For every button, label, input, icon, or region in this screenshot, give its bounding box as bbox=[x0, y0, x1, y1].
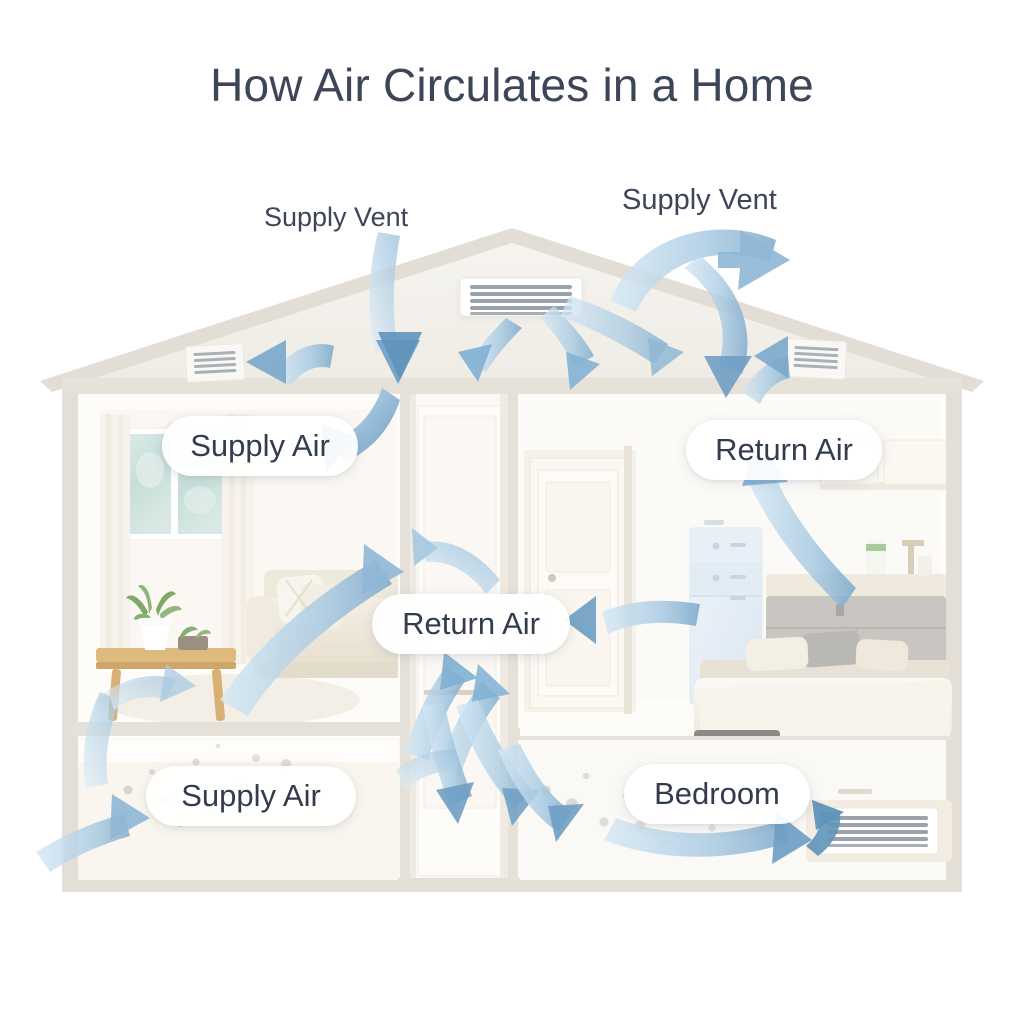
floor-divider-left bbox=[70, 722, 408, 736]
page-title: How Air Circulates in a Home bbox=[210, 59, 814, 111]
arrow-return-attic-right bbox=[684, 256, 748, 374]
badge-return-air-hallway: Return Air bbox=[372, 594, 570, 654]
wall-right bbox=[946, 392, 962, 892]
arrow-supply-livingroom-down bbox=[83, 692, 120, 788]
arrow-vent-fan-3 bbox=[560, 296, 668, 364]
roof-vent-left bbox=[184, 343, 246, 383]
wall-left bbox=[62, 392, 78, 892]
badge-supply-air-lower-left: Supply Air bbox=[146, 766, 356, 826]
arrow-supply-attic-right bbox=[610, 229, 776, 312]
arrow-supply-lowerleft-in bbox=[396, 749, 456, 790]
succulent bbox=[178, 626, 211, 650]
roof-vent-right bbox=[784, 338, 848, 380]
arrow-return-floorvent-tip bbox=[806, 812, 841, 856]
arrow-return-hall-mid bbox=[424, 541, 500, 594]
arrow-return-roofvent-left bbox=[276, 344, 334, 386]
label-supply-vent-left: Supply Vent bbox=[264, 202, 409, 232]
badge-bedroom: Bedroom bbox=[624, 764, 810, 824]
counter-items bbox=[866, 540, 932, 576]
badge-return-air-bedroom: Return Air bbox=[686, 420, 882, 480]
interior-door bbox=[524, 446, 636, 714]
floor-base bbox=[62, 878, 962, 892]
arrow-return-bedroom-left bbox=[602, 600, 700, 634]
arrow-supply-living-rise bbox=[220, 560, 392, 716]
badge-supply-air-living-room: Supply Air bbox=[162, 416, 358, 476]
arrow-return-bedroom-rise bbox=[748, 470, 856, 608]
arrow-supply-attic-downleft bbox=[369, 232, 400, 352]
living-room bbox=[78, 394, 398, 722]
arrow-supply-center-down bbox=[378, 332, 422, 380]
arrow-return-floorvent bbox=[604, 818, 790, 857]
potted-plant bbox=[126, 584, 182, 650]
arrow-puff-table bbox=[108, 675, 176, 710]
label-supply-vent-right: Supply Vent bbox=[622, 184, 777, 216]
ceiling-supply-vent bbox=[459, 277, 583, 317]
airflow-arrows bbox=[36, 229, 856, 872]
arrow-vent-fan-2 bbox=[540, 306, 594, 366]
floor-return-vent bbox=[806, 789, 952, 862]
bed bbox=[694, 630, 952, 736]
arrow-supply-lower-left bbox=[36, 814, 130, 872]
